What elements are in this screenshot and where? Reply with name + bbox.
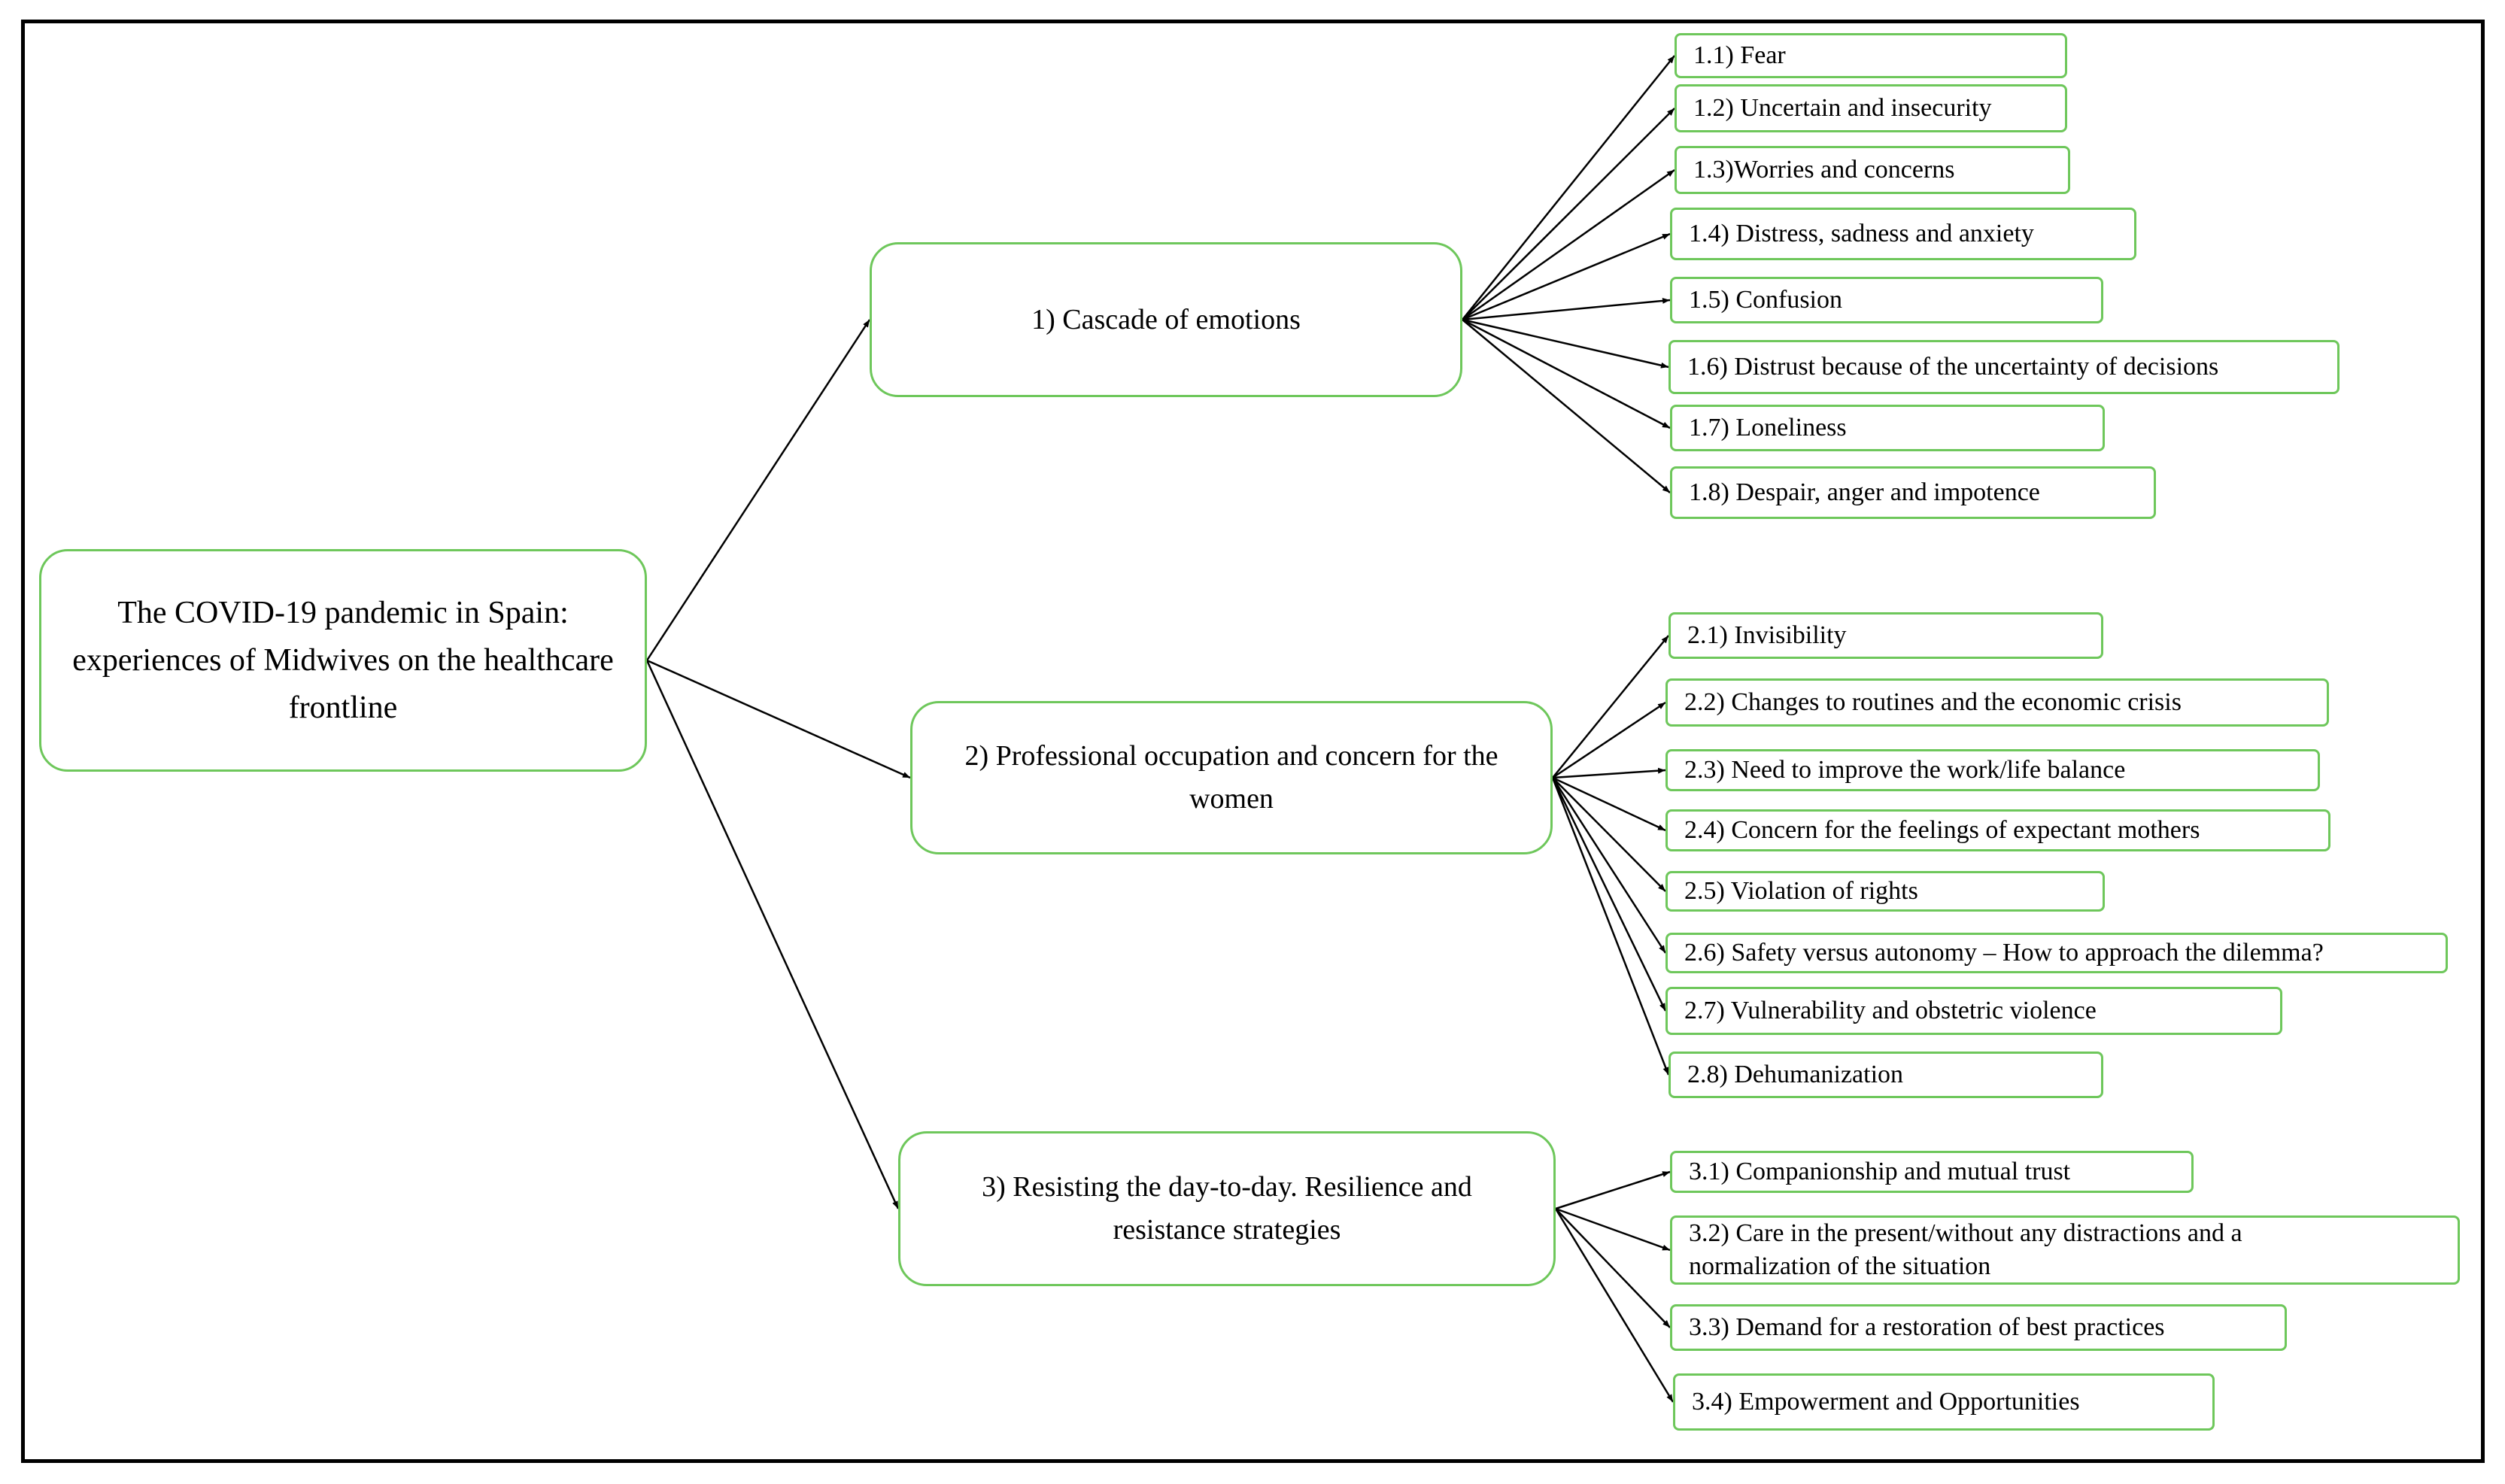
subtheme-label: 1.2) Uncertain and insecurity	[1693, 93, 1992, 122]
arrow-theme-2-to-subtheme-2	[1552, 701, 1666, 779]
subtheme-label: 3.3) Demand for a restoration of best pr…	[1689, 1313, 2165, 1341]
arrow-theme-3-to-subtheme-3	[1555, 1208, 1671, 1328]
subtheme-label: 2.7) Vulnerability and obstetric violenc…	[1684, 996, 2097, 1024]
subtheme-node-1-1: 1.1) Fear	[1675, 33, 2067, 78]
subtheme-label: 1.4) Distress, sadness and anxiety	[1689, 219, 2034, 247]
arrow-theme-2-to-subtheme-5	[1552, 777, 1666, 892]
subtheme-node-1-4: 1.4) Distress, sadness and anxiety	[1670, 208, 2136, 260]
arrow-theme-1-to-subtheme-4	[1462, 232, 1671, 321]
arrow-theme-2-to-subtheme-7	[1551, 777, 1667, 1012]
root-node: The COVID-19 pandemic in Spain: experien…	[39, 549, 647, 772]
subtheme-label: 1.8) Despair, anger and impotence	[1689, 478, 2040, 506]
arrow-theme-3-to-subtheme-1	[1555, 1170, 1671, 1210]
theme-node-3: 3) Resisting the day-to-day. Resilience …	[898, 1131, 1556, 1286]
subtheme-label: 3.2) Care in the present/without any dis…	[1689, 1218, 2242, 1280]
theme-node-2: 2) Professional occupation and concern f…	[910, 701, 1553, 854]
theme-label-3: 3) Resisting the day-to-day. Resilience …	[982, 1171, 1472, 1246]
arrow-theme-1-to-subtheme-3	[1462, 168, 1675, 321]
subtheme-label: 3.1) Companionship and mutual trust	[1689, 1157, 2071, 1185]
subtheme-label: 1.5) Confusion	[1689, 285, 1842, 314]
subtheme-label: 1.7) Loneliness	[1689, 413, 1847, 442]
subtheme-node-3-2: 3.2) Care in the present/without any dis…	[1670, 1215, 2460, 1285]
subtheme-label: 2.8) Dehumanization	[1687, 1060, 1904, 1088]
subtheme-label: 2.5) Violation of rights	[1684, 876, 1918, 905]
subtheme-label: 1.1) Fear	[1693, 41, 1786, 69]
arrow-theme-2-to-subtheme-8	[1551, 777, 1670, 1076]
subtheme-node-2-4: 2.4) Concern for the feelings of expecta…	[1665, 809, 2330, 851]
arrow-theme-2-to-subtheme-3	[1552, 767, 1666, 779]
subtheme-node-3-3: 3.3) Demand for a restoration of best pr…	[1670, 1304, 2287, 1351]
subtheme-node-3-4: 3.4) Empowerment and Opportunities	[1673, 1373, 2215, 1431]
arrow-theme-2-to-subtheme-1	[1552, 635, 1669, 778]
subtheme-node-2-8: 2.8) Dehumanization	[1668, 1052, 2103, 1098]
subtheme-label: 2.1) Invisibility	[1687, 621, 1847, 649]
subtheme-node-2-5: 2.5) Violation of rights	[1665, 871, 2105, 912]
subtheme-node-1-6: 1.6) Distrust because of the uncertainty…	[1668, 340, 2340, 394]
arrow-theme-3-to-subtheme-4	[1554, 1208, 1675, 1403]
arrow-theme-1-to-subtheme-1	[1462, 55, 1675, 320]
arrow-root-to-theme-2	[646, 659, 911, 779]
subtheme-node-2-2: 2.2) Changes to routines and the economi…	[1665, 678, 2329, 727]
subtheme-node-1-7: 1.7) Loneliness	[1670, 405, 2105, 451]
arrow-theme-1-to-subtheme-6	[1462, 318, 1669, 369]
arrow-theme-1-to-subtheme-2	[1462, 108, 1675, 320]
subtheme-node-2-6: 2.6) Safety versus autonomy – How to app…	[1665, 933, 2448, 973]
subtheme-node-3-1: 3.1) Companionship and mutual trust	[1670, 1151, 2194, 1193]
subtheme-node-2-1: 2.1) Invisibility	[1668, 612, 2103, 659]
subtheme-label: 2.4) Concern for the feelings of expecta…	[1684, 815, 2200, 844]
arrow-theme-1-to-subtheme-7	[1462, 318, 1671, 429]
subtheme-node-1-5: 1.5) Confusion	[1670, 277, 2103, 323]
theme-node-1: 1) Cascade of emotions	[870, 242, 1462, 397]
subtheme-label: 2.3) Need to improve the work/life balan…	[1684, 755, 2126, 784]
subtheme-label: 2.6) Safety versus autonomy – How to app…	[1684, 938, 2324, 967]
subtheme-node-1-8: 1.8) Despair, anger and impotence	[1670, 466, 2156, 519]
theme-label-1: 1) Cascade of emotions	[1031, 303, 1301, 335]
arrow-theme-1-to-subtheme-8	[1462, 319, 1671, 493]
root-label: The COVID-19 pandemic in Spain: experien…	[72, 595, 614, 725]
subtheme-node-2-7: 2.7) Vulnerability and obstetric violenc…	[1665, 987, 2282, 1035]
subtheme-node-1-3: 1.3)Worries and concerns	[1675, 146, 2070, 194]
subtheme-label: 1.3)Worries and concerns	[1693, 155, 1955, 184]
theme-label-2: 2) Professional occupation and concern f…	[964, 740, 1498, 815]
arrow-root-to-theme-3	[645, 660, 900, 1209]
subtheme-label: 1.6) Distrust because of the uncertainty…	[1687, 352, 2219, 381]
arrow-theme-1-to-subtheme-5	[1462, 297, 1671, 321]
diagram-frame	[21, 20, 2485, 1463]
subtheme-label: 2.2) Changes to routines and the economi…	[1684, 687, 2182, 716]
subtheme-node-1-2: 1.2) Uncertain and insecurity	[1675, 84, 2067, 132]
arrow-theme-3-to-subtheme-2	[1555, 1207, 1671, 1252]
subtheme-node-2-3: 2.3) Need to improve the work/life balan…	[1665, 749, 2320, 791]
arrow-root-to-theme-1	[645, 319, 871, 661]
subtheme-label: 3.4) Empowerment and Opportunities	[1692, 1387, 2080, 1416]
arrow-theme-2-to-subtheme-6	[1551, 777, 1667, 954]
arrow-theme-2-to-subtheme-4	[1552, 776, 1666, 832]
